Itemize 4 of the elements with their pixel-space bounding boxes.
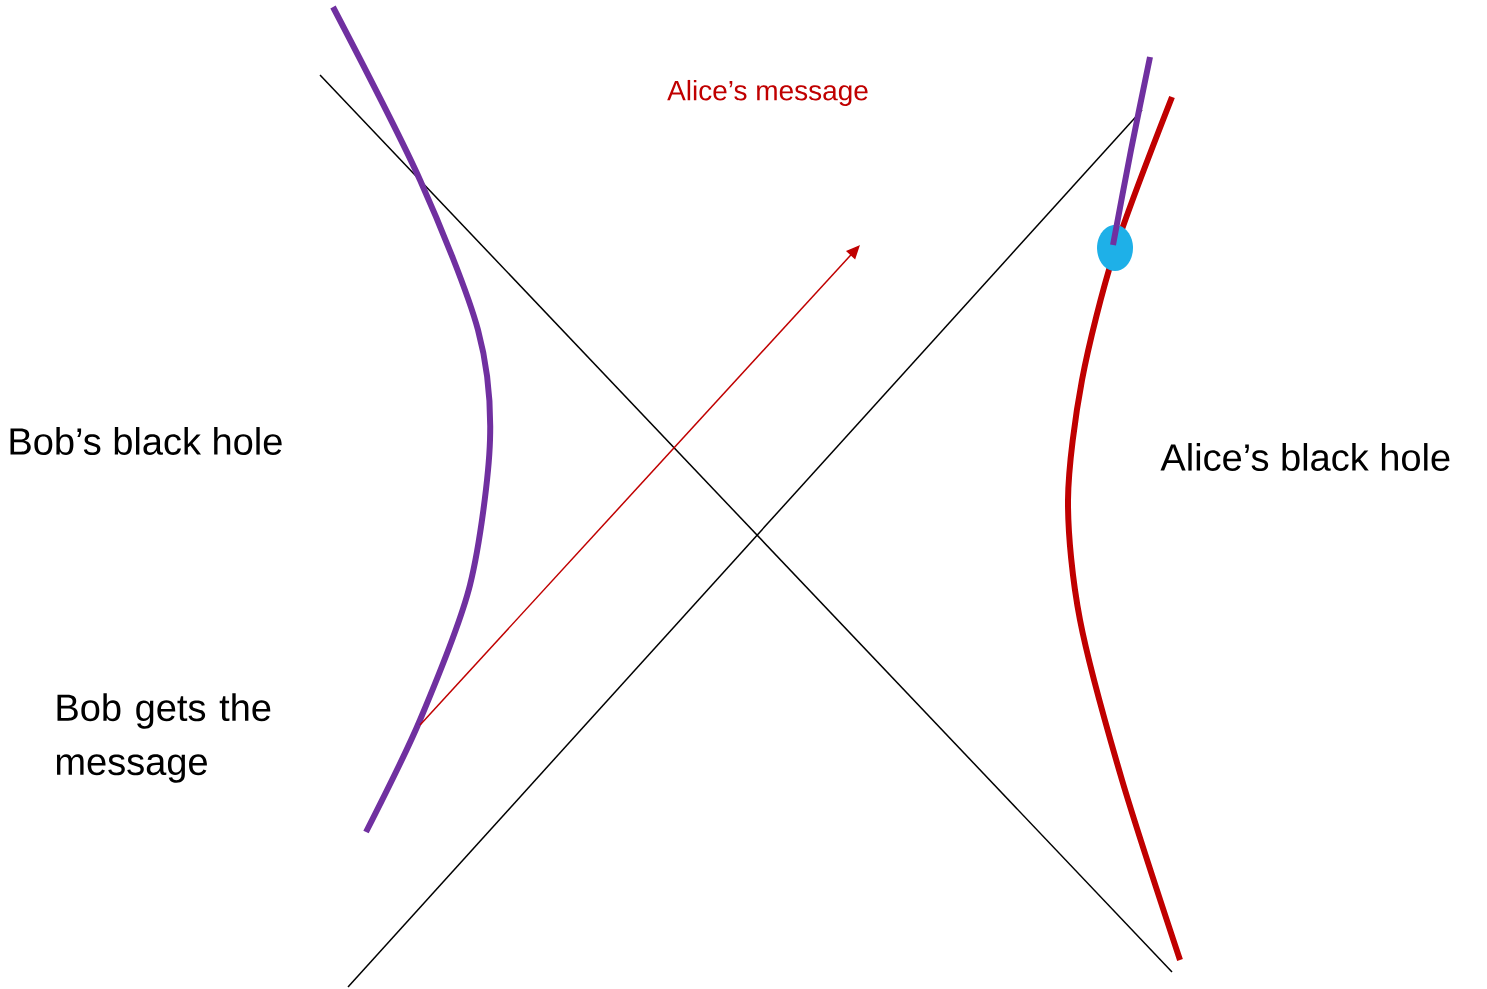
text-label: Bob gets the message [56, 693, 271, 783]
text-label: Alice’s black hole [1160, 443, 1450, 471]
text-label: Alice’s message [667, 79, 868, 107]
text-label: Bob’s black hole [10, 427, 282, 455]
